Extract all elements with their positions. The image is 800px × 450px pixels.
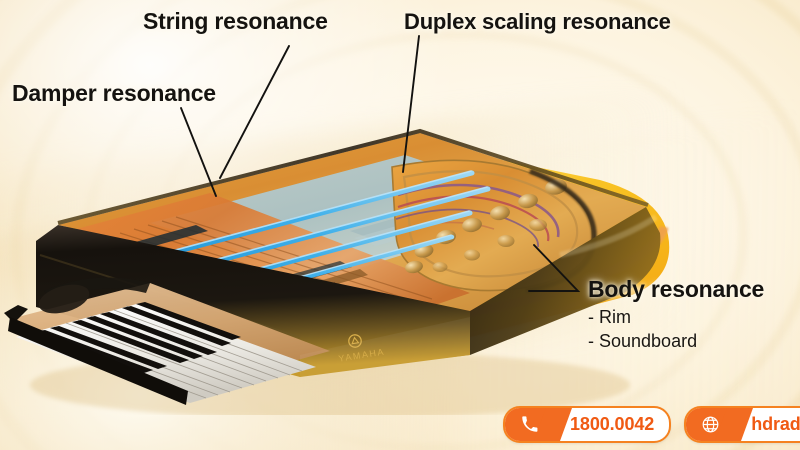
website-text: hdradio.vn [751,414,800,434]
callout-label-string: String resonance [143,8,328,34]
grand-piano-illustration: YAMAHA [0,55,740,415]
globe-icon [686,408,735,441]
piano-black-keys [36,302,241,373]
body-detail-soundboard: - Soundboard [588,331,698,351]
callout-label-damper: Damper resonance [12,80,216,106]
body-detail-rim: - Rim [588,307,631,327]
contact-badge-strip: 1800.0042 hdradio.vn [503,406,800,443]
lid-prop [38,284,90,314]
keyslip [8,317,188,405]
duplex-string-arc [397,183,560,238]
lid-edge [57,128,649,225]
phone-badge[interactable]: 1800.0042 [503,406,672,443]
website-badge[interactable]: hdradio.vn [684,406,800,443]
callout-label-body: Body resonance [588,276,765,302]
phone-number-text: 1800.0042 [570,414,655,434]
piano-case-front [300,207,661,377]
phone-icon [505,408,553,441]
callout-label-duplex: Duplex scaling resonance [404,9,671,34]
